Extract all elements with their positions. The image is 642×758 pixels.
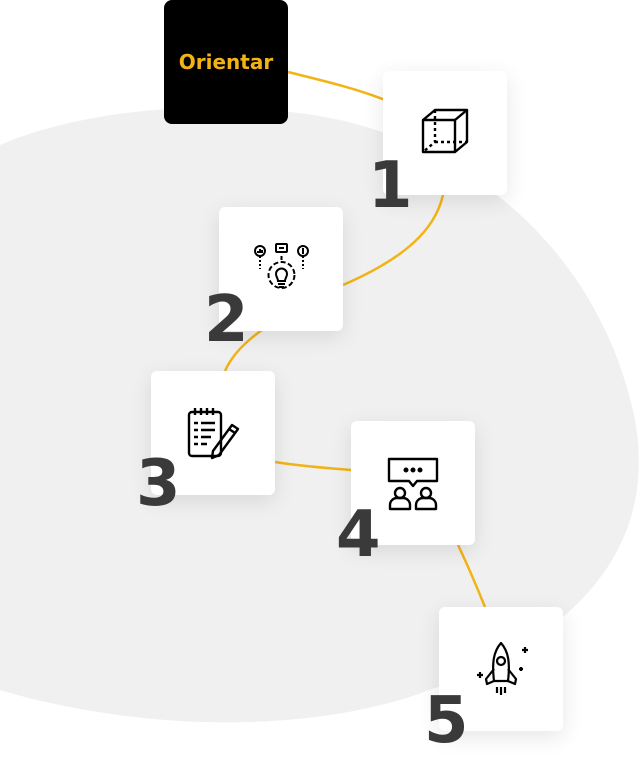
start-label: Orientar — [178, 50, 274, 74]
meeting-chat-icon — [387, 457, 439, 511]
cube-icon — [421, 108, 469, 154]
step-4-card — [351, 421, 475, 545]
step-1-card — [383, 71, 507, 195]
step-1-number: 1 — [368, 149, 413, 223]
start-node: Orientar — [164, 0, 288, 124]
notepad-pencil-icon — [187, 408, 240, 460]
step-4-number: 4 — [336, 498, 381, 572]
step-5-number: 5 — [424, 684, 469, 758]
step-3-number: 3 — [136, 447, 181, 521]
step-5-card — [439, 607, 563, 731]
idea-gear-icon — [254, 243, 309, 289]
step-2-number: 2 — [204, 283, 249, 357]
step-3-card — [151, 371, 275, 495]
rocket-icon — [477, 641, 528, 695]
step-2-card — [219, 207, 343, 331]
